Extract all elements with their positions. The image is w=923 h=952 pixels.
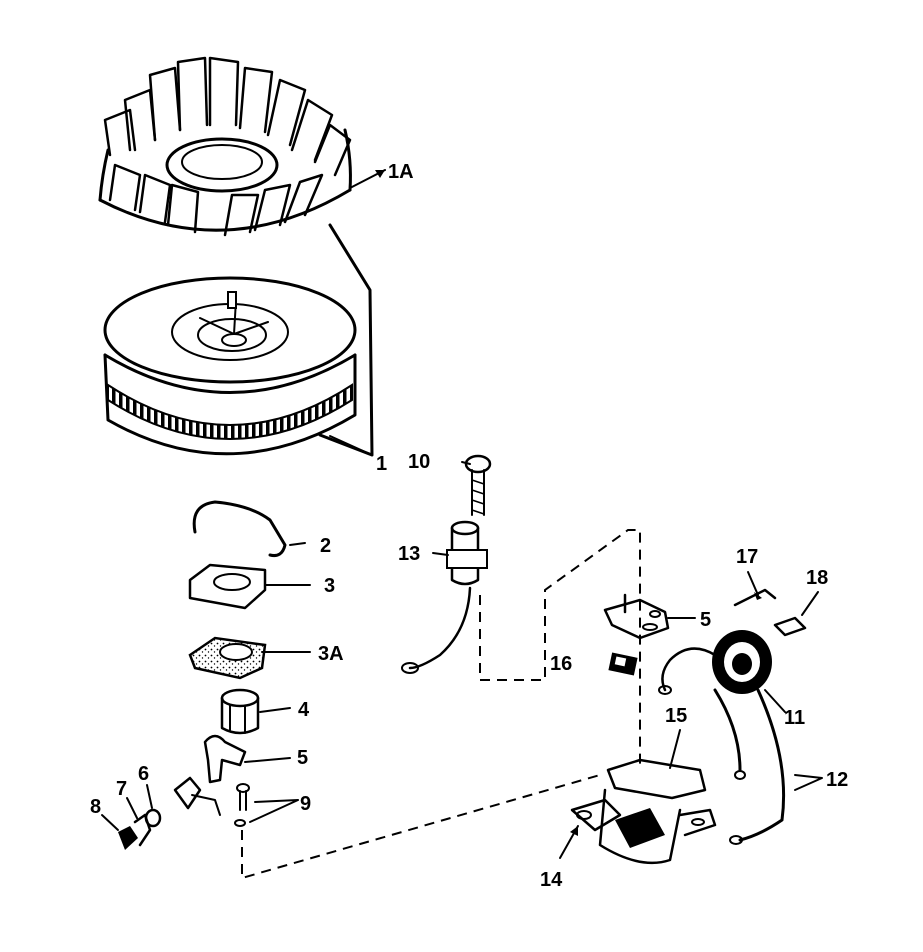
label-6: 6 [138,763,149,785]
label-7: 7 [116,778,127,800]
label-17: 17 [736,546,758,568]
screw-assembly-part [101,776,221,850]
label-3A: 3A [318,643,344,665]
label-2: 2 [320,535,331,557]
tab-part [773,591,819,637]
label-3: 3 [324,575,335,597]
callout-labels: 1A 1 2 3 3A 4 5 6 7 8 9 10 13 5 16 17 18… [90,161,848,891]
label-11: 11 [784,707,805,729]
upper-bracket-part [603,593,696,640]
condenser-screw-part [461,454,492,516]
bushing-part [220,688,291,735]
flywheel-part [103,223,374,457]
small-block-part [608,652,638,676]
label-10: 10 [408,451,430,473]
dashed-reference-lines [241,529,641,880]
label-16: 16 [550,653,572,675]
label-15: 15 [665,705,687,727]
label-1A: 1A [388,161,414,183]
breaker-arm-part [203,734,291,784]
condenser-part [401,520,488,674]
label-5-upper: 5 [700,609,711,631]
wire-clip-part [733,571,777,607]
label-12: 12 [826,769,848,791]
label-4: 4 [298,699,310,721]
ignition-coil-part [658,630,786,713]
label-9: 9 [300,793,311,815]
spring-clip-part [192,500,306,557]
gasket-part [188,563,311,610]
label-13: 13 [398,543,420,565]
label-8: 8 [90,796,101,818]
label-18: 18 [806,567,828,589]
label-5-lower: 5 [297,747,308,769]
speckled-gasket-part [188,636,311,680]
label-14: 14 [540,869,563,891]
screw-washer-part [234,783,299,827]
mounting-bracket-part [559,729,717,865]
ignition-leads-part [713,688,823,845]
label-1: 1 [376,453,387,475]
flywheel-fan-part [98,56,386,237]
